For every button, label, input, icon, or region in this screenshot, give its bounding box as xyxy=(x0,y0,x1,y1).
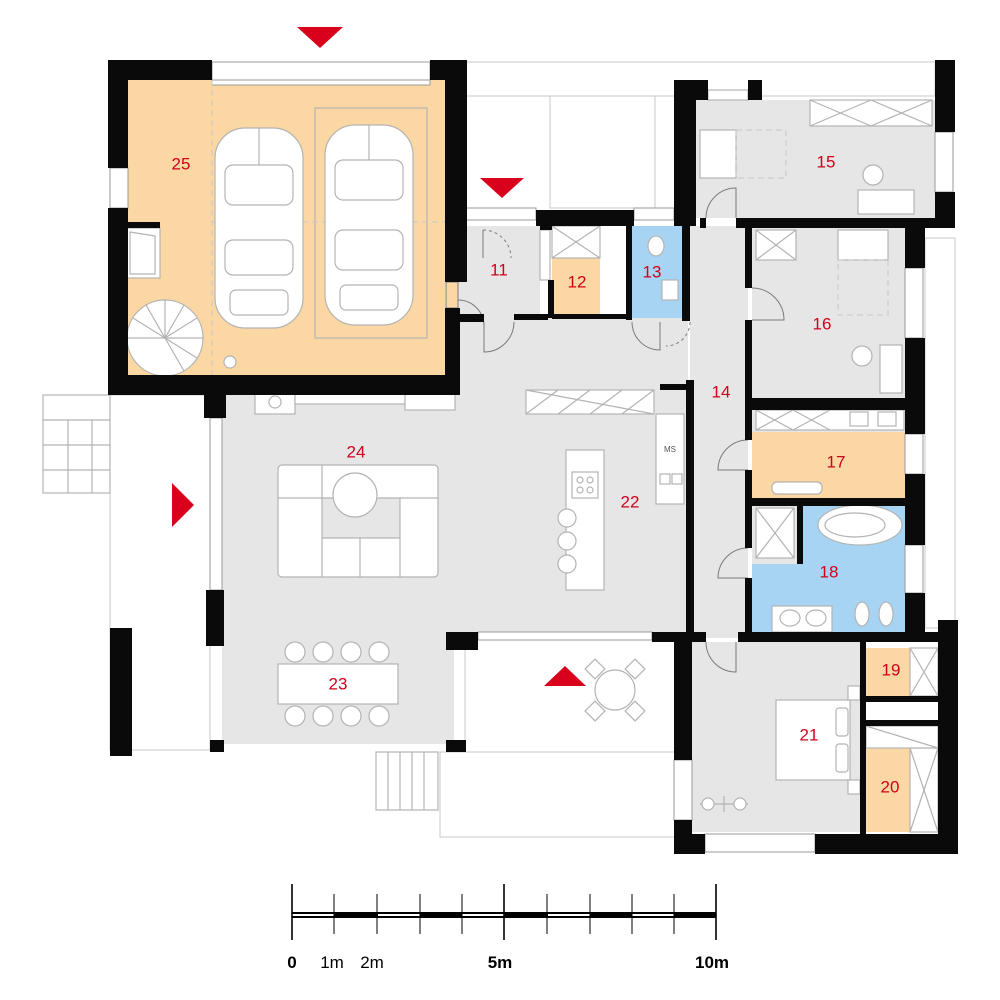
room-label-12: 12 xyxy=(568,272,587,291)
room-floor-14 xyxy=(690,226,748,638)
room-label-15: 15 xyxy=(817,152,836,171)
room-labels: 11 12 13 14 15 16 17 18 19 20 21 22 23 2… xyxy=(172,152,901,796)
car-icon xyxy=(324,124,414,326)
scale-label-5m: 5m xyxy=(488,953,513,972)
room-label-20: 20 xyxy=(881,777,900,796)
room-label-11: 11 xyxy=(490,260,508,279)
kitchen-island-icon xyxy=(557,449,605,591)
room-floor-24 xyxy=(458,318,688,396)
scale-label-10m: 10m xyxy=(695,953,729,972)
scale-label-2m: 2m xyxy=(360,953,384,972)
entrance-arrow-down-icon xyxy=(297,27,343,48)
room-label-18: 18 xyxy=(820,562,839,581)
sofa-icon xyxy=(277,464,439,578)
west-exterior-stairs xyxy=(42,394,111,494)
dining-table-icon xyxy=(277,641,399,727)
stove-label: MS xyxy=(664,445,676,454)
scale-label-1m: 1m xyxy=(320,953,344,972)
room-label-22: 22 xyxy=(621,492,640,511)
entrance-arrow-down-icon xyxy=(480,178,524,198)
entrance-markers xyxy=(172,27,586,686)
terrace-table-icon xyxy=(584,658,646,722)
exercise-bike-icon xyxy=(700,796,748,812)
room-floor-11 xyxy=(458,226,540,322)
room-label-24: 24 xyxy=(347,442,366,461)
furniture: MS xyxy=(124,79,939,833)
entrance-arrow-up-icon xyxy=(544,666,586,686)
room-label-16: 16 xyxy=(813,314,832,333)
scale-bar: 0 1m 2m 5m 10m xyxy=(287,884,729,972)
car-icon xyxy=(214,127,304,329)
room-floor-19 xyxy=(866,648,910,696)
room-label-19: 19 xyxy=(882,660,901,679)
room-label-25: 25 xyxy=(172,154,191,173)
spiral-stair-icon xyxy=(126,299,204,377)
room-floor-20 xyxy=(866,748,910,832)
scale-label-0: 0 xyxy=(287,953,296,972)
room-label-21: 21 xyxy=(800,725,819,744)
room-label-23: 23 xyxy=(329,674,348,693)
walls xyxy=(108,60,958,854)
room-label-17: 17 xyxy=(827,452,846,471)
south-exterior-stairs xyxy=(375,751,439,811)
room-label-14: 14 xyxy=(712,382,731,401)
room-label-13: 13 xyxy=(643,262,662,281)
entrance-arrow-right-icon xyxy=(172,483,194,527)
room-floor-12 xyxy=(552,258,600,316)
